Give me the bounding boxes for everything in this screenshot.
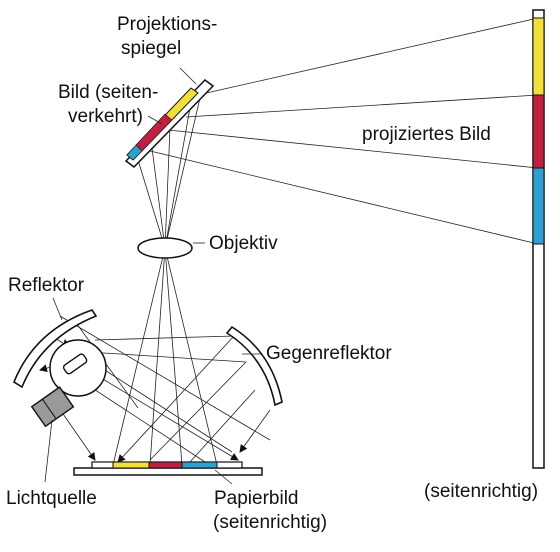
label-counter-reflector: Gegenreflektor [266, 343, 392, 364]
label-image-line1: Bild (seiten- [58, 82, 158, 103]
lens-icon [137, 237, 193, 259]
projection-rays [145, 17, 539, 245]
label-pointers [44, 67, 262, 485]
label-light-source: Lichtquelle [6, 488, 97, 509]
paper-yellow-segment [112, 461, 150, 469]
label-screen-note: (seitenrichtig) [424, 481, 538, 502]
label-lens: Objektiv [209, 233, 278, 254]
paper-blue-segment [181, 461, 218, 469]
counter-reflector-icon [225, 325, 283, 407]
mirror-blue-segment [126, 144, 143, 161]
illumination-rays [39, 315, 271, 463]
label-mirror-line2: spiegel [121, 38, 181, 59]
paper-stage [73, 461, 263, 476]
label-image-line2: verkehrt) [68, 106, 143, 127]
reflector-icon [13, 309, 98, 389]
screen-red-segment [532, 94, 545, 169]
lens-rays [112, 97, 218, 466]
screen-blue-segment [532, 167, 545, 245]
label-projected-image: projiziertes Bild [362, 124, 491, 145]
label-paper-line2: (seitenrichtig) [213, 512, 327, 533]
label-paper-line1: Papierbild [214, 488, 299, 509]
label-reflector: Reflektor [8, 275, 85, 296]
light-bulb-icon [30, 339, 107, 428]
screen-yellow-segment [532, 17, 545, 96]
projection-mirror [124, 79, 215, 168]
paper-red-segment [148, 461, 183, 469]
projection-screen [532, 9, 545, 469]
label-mirror-line1: Projektions- [117, 14, 217, 35]
